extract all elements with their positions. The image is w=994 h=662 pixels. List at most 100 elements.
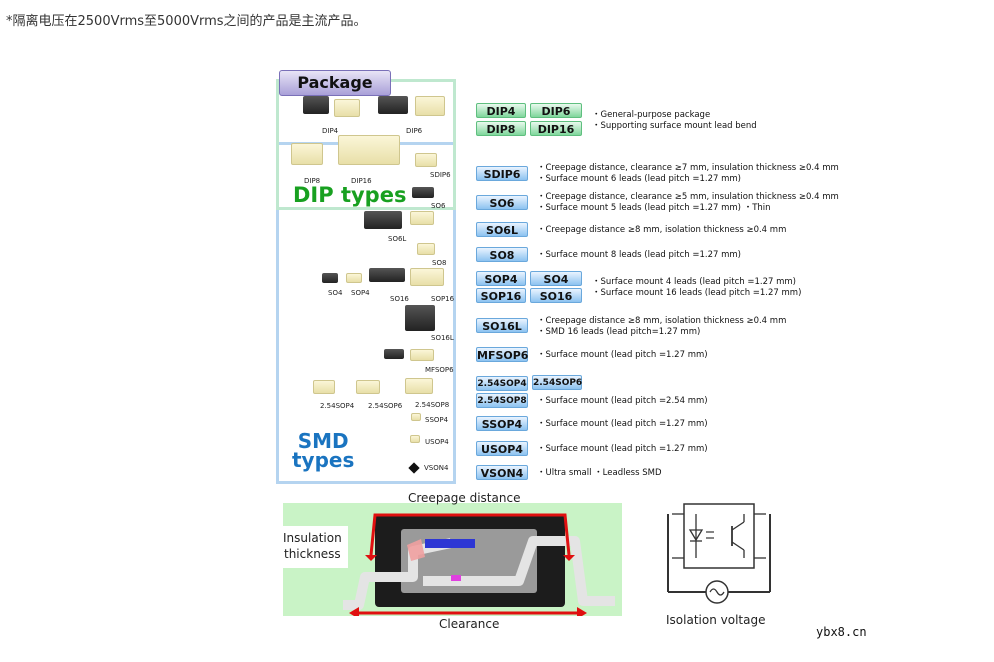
clearance-label: Clearance <box>439 617 500 631</box>
chip-dip8-image <box>291 143 323 165</box>
chip-254sop6-image <box>356 380 380 394</box>
chip-so6-image <box>412 187 434 198</box>
chip-dip16-label: DIP16 <box>351 177 372 185</box>
chip-mfsop6-light-image <box>410 349 434 361</box>
clearance-arrowhead-right <box>577 607 587 616</box>
chip-ssop4-label: SSOP4 <box>425 416 449 424</box>
chip-254sop8-label: 2.54SOP8 <box>415 401 450 409</box>
chip-sop16-image <box>410 268 444 286</box>
desc-so16l-line2: ・SMD 16 leads (lead pitch=1.27 mm) <box>537 327 701 337</box>
badge-sdip6: SDIP6 <box>476 166 528 181</box>
desc-sop: ・Surface mount 4 leads (lead pitch =1.27… <box>592 277 801 299</box>
creepage-distance-label: Creepage distance <box>408 491 521 505</box>
insulation-label-line2: thickness <box>284 547 341 561</box>
chip-so16l-image <box>405 305 435 331</box>
chip-254sop8-image <box>405 378 433 394</box>
isolation-voltage-label: Isolation voltage <box>666 613 766 627</box>
badge-254sop6: 2.54SOP6 <box>532 375 582 390</box>
badge-dip6: DIP6 <box>530 103 582 118</box>
desc-so6l: ・Creepage distance ≥8 mm, isolation thic… <box>537 225 787 235</box>
chip-so6l-image <box>364 211 402 229</box>
chip-sdip6-image <box>415 153 437 167</box>
insulation-label-box <box>280 526 348 568</box>
insulation-thickness-label: Insulation thickness <box>283 530 342 562</box>
badge-so4: SO4 <box>530 271 582 286</box>
badge-254sop8: 2.54SOP8 <box>476 393 528 408</box>
chip-ssop4-image <box>411 413 421 421</box>
chip-dip6-label: DIP6 <box>406 127 423 135</box>
chip-sop16-label: SOP16 <box>431 295 455 303</box>
badge-dip8: DIP8 <box>476 121 526 136</box>
badge-so6l: SO6L <box>476 222 528 237</box>
chip-254sop4-label: 2.54SOP4 <box>320 402 355 410</box>
badge-so16l: SO16L <box>476 318 528 333</box>
chip-dip16-image <box>338 135 400 165</box>
chip-dip6-light-image <box>415 96 445 116</box>
desc-so16l-line1: ・Creepage distance ≥8 mm, isolation thic… <box>537 316 787 326</box>
badge-so6: SO6 <box>476 195 528 210</box>
optocoupler-box <box>683 503 755 569</box>
desc-sop-line2: ・Surface mount 16 leads (lead pitch =1.2… <box>592 288 802 298</box>
chip-dip6-image <box>378 96 408 114</box>
badge-so16: SO16 <box>530 288 582 303</box>
badge-dip16: DIP16 <box>530 121 582 136</box>
desc-dip-line1: ・General-purpose package <box>592 110 711 120</box>
led-chip <box>425 539 475 548</box>
led-diode-icon <box>688 529 704 542</box>
ac-wave <box>709 588 725 596</box>
badge-mfsop6: MFSOP6 <box>476 347 529 362</box>
desc-dip: ・General-purpose package ・Supporting sur… <box>592 110 757 132</box>
chip-so8-image <box>417 243 435 255</box>
badge-sop16: SOP16 <box>476 288 526 303</box>
insulation-label-line1: Insulation <box>283 531 342 545</box>
desc-so6: ・Creepage distance, clearance ≥5 mm, ins… <box>537 192 839 214</box>
desc-ssop4: ・Surface mount (lead pitch =1.27 mm) <box>537 419 708 429</box>
chip-dip4-light-image <box>334 99 360 117</box>
chip-mfsop6-image <box>384 349 404 359</box>
chip-so16l-label: SO16L <box>431 334 454 342</box>
creepage-arrow <box>369 513 571 556</box>
chip-so8-label: SO8 <box>432 259 447 267</box>
chip-so6l-label: SO6L <box>388 235 407 243</box>
chip-so6l-light-image <box>410 211 434 225</box>
isolation-circuit-diagram <box>667 503 771 604</box>
chip-so4-label: SO4 <box>328 289 343 297</box>
smd-types-line2: types <box>292 448 355 472</box>
desc-vson4: ・Ultra small ・Leadless SMD <box>537 468 662 478</box>
badge-vson4: VSON4 <box>476 465 528 480</box>
badge-dip4: DIP4 <box>476 103 526 118</box>
badge-ssop4: SSOP4 <box>476 416 528 431</box>
creepage-arrowhead-left <box>365 555 377 561</box>
smd-types-label: SMD types <box>292 431 355 472</box>
desc-mfsop6: ・Surface mount (lead pitch =1.27 mm) <box>537 350 708 360</box>
dip-types-label: DIP types <box>293 183 407 207</box>
desc-dip-line2: ・Supporting surface mount lead bend <box>592 121 757 131</box>
chip-so6-label: SO6 <box>431 202 446 210</box>
detector-chip <box>451 575 461 581</box>
chip-dip4-label: DIP4 <box>322 127 339 135</box>
badge-sop4: SOP4 <box>476 271 526 286</box>
desc-sop-line1: ・Surface mount 4 leads (lead pitch =1.27… <box>592 277 797 287</box>
chip-sop4-label: SOP4 <box>351 289 370 297</box>
chip-vson4-label: VSON4 <box>424 464 449 472</box>
lead-frame-right <box>423 536 615 606</box>
desc-sdip6-line1: ・Creepage distance, clearance ≥7 mm, ins… <box>537 163 839 173</box>
desc-254sop: ・Surface mount (lead pitch =2.54 mm) <box>537 396 708 406</box>
chip-so4-image <box>322 273 338 283</box>
note-text: *隔离电压在2500Vrms至5000Vrms之间的产品是主流产品。 <box>6 14 367 29</box>
transistor-emitter <box>731 541 745 551</box>
desc-so6-line2: ・Surface mount 5 leads (lead pitch =1.27… <box>537 203 771 213</box>
desc-so6-line1: ・Creepage distance, clearance ≥5 mm, ins… <box>537 192 839 202</box>
desc-usop4: ・Surface mount (lead pitch =1.27 mm) <box>537 444 708 454</box>
desc-sdip6: ・Creepage distance, clearance ≥7 mm, ins… <box>537 163 839 185</box>
chip-usop4-label: USOP4 <box>425 438 449 446</box>
chip-so16-label: SO16 <box>390 295 409 303</box>
chip-mfsop6-label: MFSOP6 <box>425 366 454 374</box>
transistor-collector <box>731 521 745 531</box>
chip-dip4-image <box>303 96 329 114</box>
badge-usop4: USOP4 <box>476 441 528 456</box>
badge-so8: SO8 <box>476 247 528 262</box>
clearance-arrowhead-left <box>349 607 359 616</box>
chip-usop4-image <box>410 435 420 443</box>
chip-sop4-image <box>346 273 362 283</box>
